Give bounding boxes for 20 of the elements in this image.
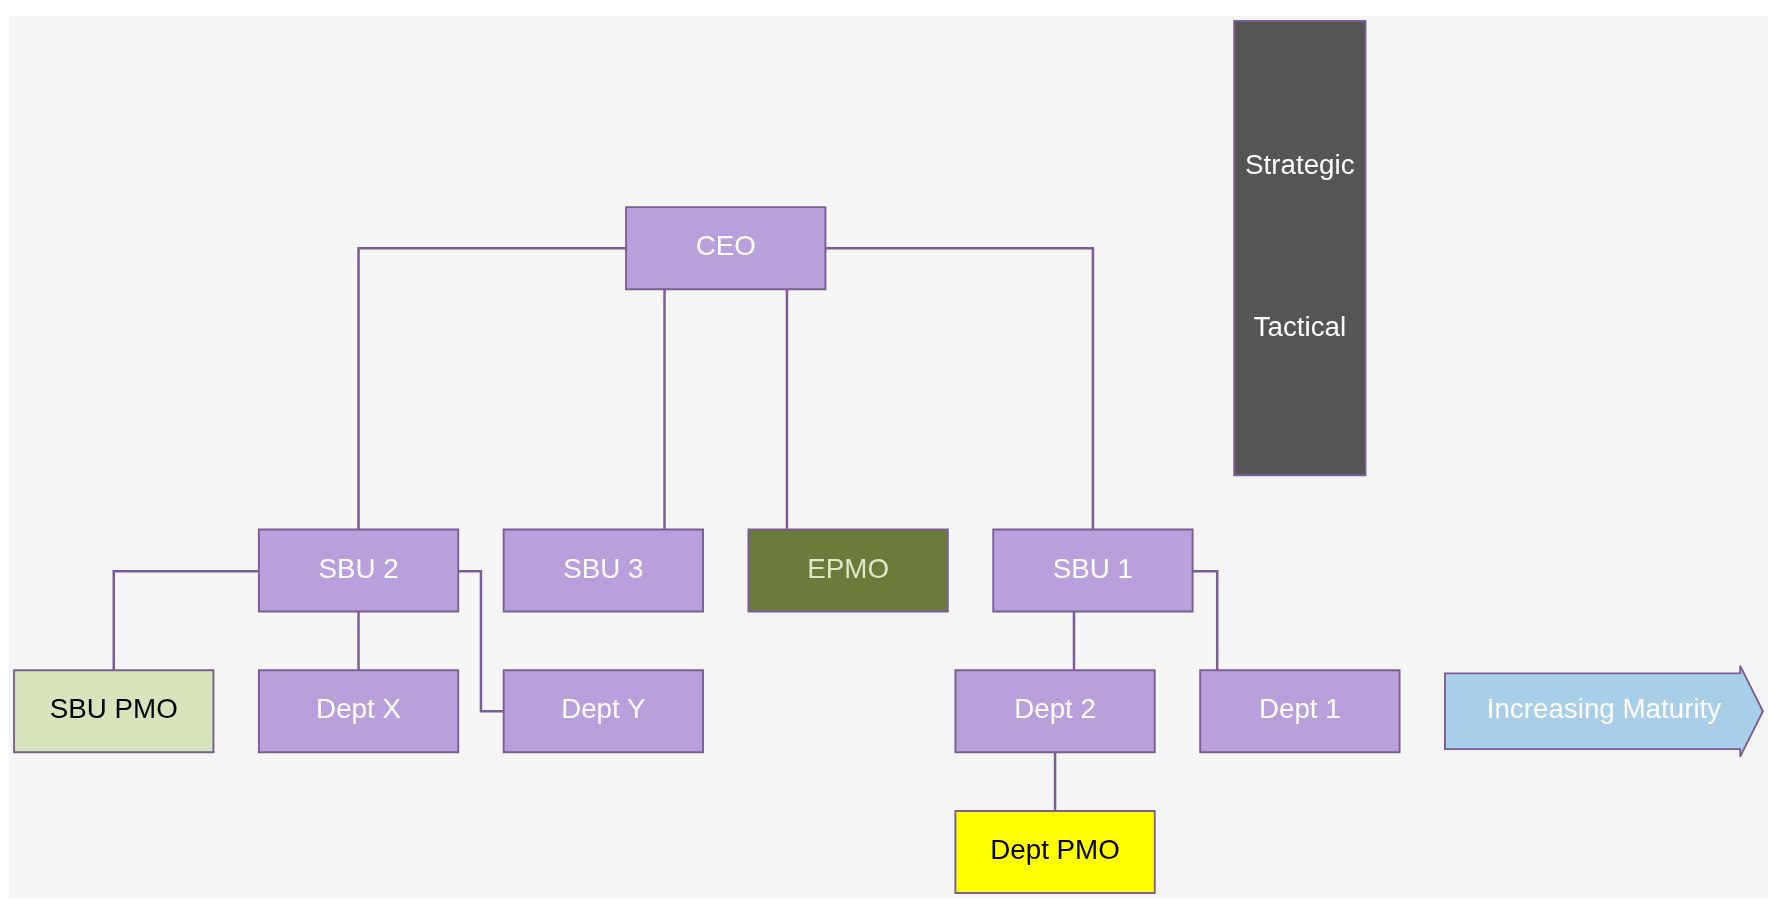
connector [1072, 611, 1075, 670]
node-box: Dept 1 [1198, 669, 1400, 754]
connector [662, 289, 666, 530]
node-box: Dept 2 [953, 669, 1156, 754]
node-box: CEO [624, 206, 826, 291]
node-box: SBU 3 [502, 528, 704, 613]
node-box: SBU PMO [12, 669, 214, 754]
node-box: SBU 1 [991, 528, 1194, 613]
node-box: Strategic Tactical [1232, 20, 1366, 477]
connector [1053, 752, 1056, 811]
node-box: Dept Y [502, 669, 704, 754]
node-box: Dept X [257, 669, 459, 754]
connector [356, 246, 626, 530]
node-box: SBU 2 [257, 528, 459, 613]
connector [112, 569, 259, 670]
node-box: EPMO [747, 528, 949, 613]
connector [356, 611, 360, 670]
node-box: Dept PMO [953, 810, 1156, 894]
connector [825, 246, 1094, 530]
connector [785, 289, 788, 530]
